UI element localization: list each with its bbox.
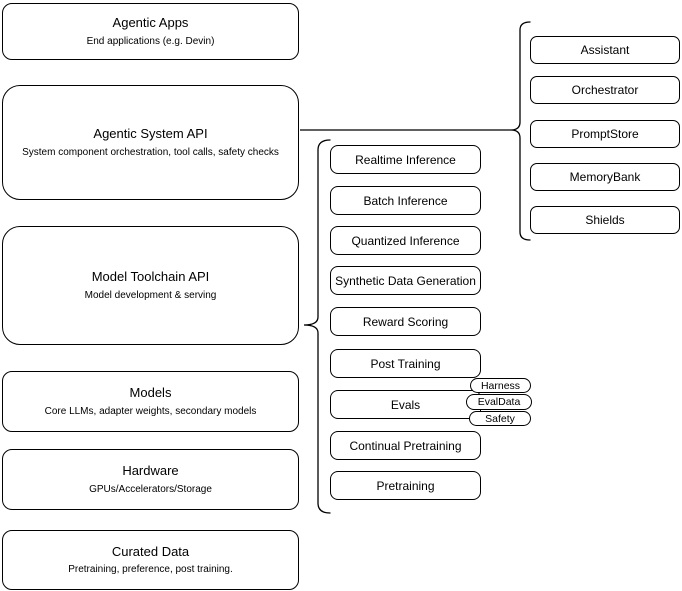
node-subtitle: System component orchestration, tool cal… — [22, 146, 279, 158]
node-curated-data: Curated Data Pretraining, preference, po… — [2, 530, 299, 590]
node-subtitle: Pretraining, preference, post training. — [68, 564, 233, 576]
node-evals: Evals — [330, 390, 481, 419]
node-title: Hardware — [122, 463, 179, 479]
node-label: PromptStore — [571, 127, 639, 141]
node-subtitle: GPUs/Accelerators/Storage — [89, 483, 212, 495]
node-models: Models Core LLMs, adapter weights, secon… — [2, 371, 299, 432]
node-assistant: Assistant — [530, 36, 680, 64]
node-label: Shields — [585, 213, 625, 227]
node-batch-inference: Batch Inference — [330, 186, 481, 215]
node-subtitle: Core LLMs, adapter weights, secondary mo… — [44, 405, 257, 417]
node-label: Realtime Inference — [355, 152, 456, 167]
node-model-toolchain-api: Model Toolchain API Model development & … — [2, 226, 299, 345]
agentic-components-brace — [510, 21, 531, 241]
node-label: Continual Pretraining — [349, 438, 462, 453]
node-title: Models — [129, 385, 172, 401]
node-subtitle: Model development & serving — [84, 289, 217, 301]
node-orchestrator: Orchestrator — [530, 76, 680, 104]
node-title: Curated Data — [111, 543, 190, 559]
node-shields: Shields — [530, 206, 680, 234]
node-reward-scoring: Reward Scoring — [330, 307, 481, 336]
node-label: Pretraining — [376, 478, 435, 493]
node-post-training: Post Training — [330, 349, 481, 378]
node-label: Batch Inference — [363, 193, 448, 208]
node-agentic-apps: Agentic Apps End applications (e.g. Devi… — [2, 3, 299, 60]
node-label: MemoryBank — [569, 170, 641, 184]
pill-label: EvalData — [477, 396, 521, 408]
node-subtitle: End applications (e.g. Devin) — [86, 35, 215, 47]
node-title: Model Toolchain API — [91, 269, 210, 285]
node-label: Quantized Inference — [351, 233, 460, 248]
pill-safety: Safety — [469, 411, 531, 426]
node-continual-pretraining: Continual Pretraining — [330, 431, 481, 460]
node-agentic-system-api: Agentic System API System component orch… — [2, 85, 299, 200]
node-synthetic-data-generation: Synthetic Data Generation — [330, 266, 481, 295]
pill-label: Harness — [480, 379, 521, 392]
node-label: Reward Scoring — [362, 314, 449, 329]
toolchain-components-brace — [303, 139, 331, 514]
node-label: Post Training — [370, 356, 441, 371]
node-label: Assistant — [580, 43, 630, 57]
node-label: Evals — [390, 397, 421, 412]
node-pretraining: Pretraining — [330, 471, 481, 500]
node-hardware: Hardware GPUs/Accelerators/Storage — [2, 449, 299, 510]
pill-label: Safety — [485, 412, 515, 425]
node-memorybank: MemoryBank — [530, 163, 680, 191]
node-realtime-inference: Realtime Inference — [330, 145, 481, 174]
node-title: Agentic Apps — [112, 15, 189, 31]
node-quantized-inference: Quantized Inference — [330, 226, 481, 255]
pill-harness: Harness — [470, 378, 531, 393]
node-label: Orchestrator — [571, 83, 639, 97]
node-title: Agentic System API — [93, 126, 208, 142]
node-label: Synthetic Data Generation — [335, 273, 476, 288]
pill-evaldata: EvalData — [466, 394, 532, 410]
node-promptstore: PromptStore — [530, 120, 680, 148]
